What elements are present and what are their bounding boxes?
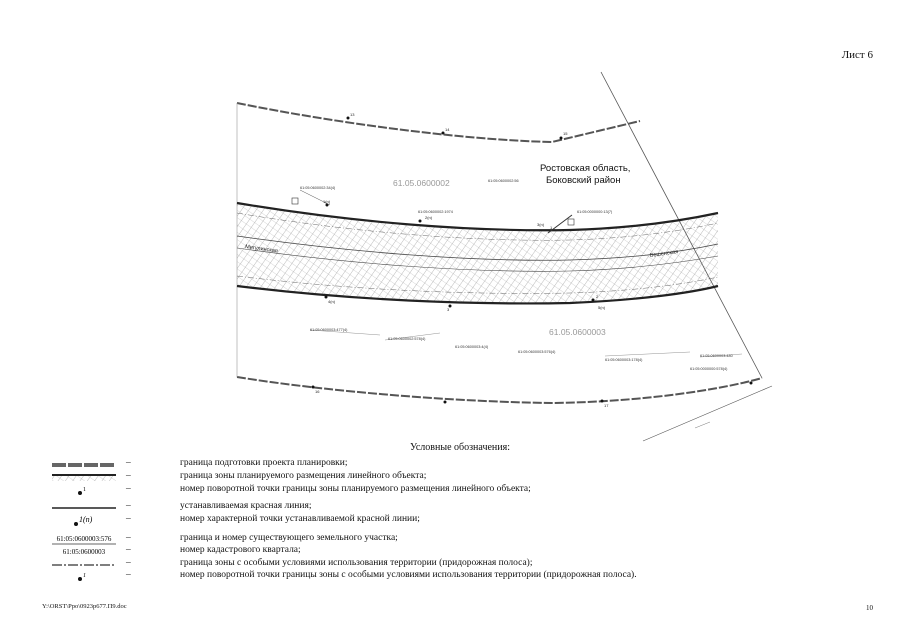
boundary-extension — [694, 421, 711, 429]
point-label: 14 — [445, 127, 450, 132]
point-label: 3(n) — [537, 222, 545, 227]
legend-dash: – — [126, 501, 131, 511]
point-label: 2(n) — [425, 215, 433, 220]
svg-text:1(n): 1(n) — [79, 515, 93, 524]
parcel-leader — [699, 353, 743, 358]
legend-dash: – — [126, 558, 131, 568]
turn-point — [311, 385, 315, 389]
parcel-label: 61:05:0000000:578(4) — [690, 367, 728, 371]
legend-symbol: 1 — [78, 573, 86, 581]
turn-point — [448, 304, 452, 308]
page-number: 10 — [866, 604, 873, 612]
project-boundary-bottom — [236, 376, 763, 405]
point-label: 3 — [447, 307, 450, 312]
legend-symbol — [52, 507, 116, 509]
turn-point — [346, 116, 350, 120]
road-centerline — [236, 235, 719, 261]
region-label: Ростовская область, — [540, 163, 630, 174]
turn-point — [441, 131, 445, 135]
legend-text: номер характерной точки устанавливаемой … — [180, 514, 420, 524]
parcel-label: 61:05:0600002:578(4) — [388, 337, 426, 341]
svg-text:61:05:0600003:576: 61:05:0600003:576 — [57, 535, 112, 543]
corridor-zone — [237, 203, 718, 304]
boundary-extension — [642, 385, 773, 442]
quarter-number: 61.05.0600002 — [393, 178, 450, 188]
road-edge — [236, 247, 719, 272]
point-label: 15 — [563, 131, 568, 136]
legend-dash: – — [126, 570, 131, 580]
legend-dash: – — [126, 484, 131, 494]
turn-point — [418, 219, 422, 223]
legend-dash: – — [126, 458, 131, 468]
parcel-label: 61:05:0600003:477(4) — [310, 328, 348, 332]
legend-text: граница зоны с особыми условиями использ… — [180, 558, 533, 568]
road-label: Мигулинская — [245, 244, 278, 255]
legend-symbol — [52, 474, 116, 481]
turn-point — [559, 136, 563, 140]
point-label: 1(n) — [323, 199, 331, 204]
turn-point — [600, 399, 604, 403]
legend-symbol: 1 — [78, 487, 86, 495]
legend-dash: – — [126, 533, 131, 543]
turn-point — [749, 381, 753, 385]
parcel-label: 61:05:0600002:34(4) — [300, 186, 336, 190]
corridor-bottom-edge — [236, 284, 719, 305]
parcel-label: 61:05:0600003:4(4) — [455, 345, 489, 349]
turn-point — [443, 400, 447, 404]
legend-text: граница и номер существующего земельного… — [180, 533, 398, 543]
roadside-zone-top — [236, 212, 719, 241]
point-label: 1 — [550, 225, 553, 230]
legend-symbol — [52, 463, 116, 467]
parcel-label: 61:05:0600002:56 — [488, 179, 519, 183]
parcel-leader — [604, 351, 691, 357]
road-label: Вешенская — [649, 249, 678, 259]
legend-symbol: 61:05:0600003 — [63, 548, 106, 556]
corridor-top-edge — [236, 201, 719, 232]
sheet-label: Лист 6 — [841, 49, 873, 61]
parcel-label: 61:05:0600003:480 — [700, 354, 733, 358]
svg-text:61:05:0600003: 61:05:0600003 — [63, 548, 106, 556]
legend-title: Условные обозначения: — [409, 442, 510, 453]
point-label: 17 — [604, 403, 609, 408]
point-label: 16 — [315, 389, 320, 394]
parcel-label: 61:05:0000000:13(7) — [577, 210, 613, 214]
region-label: Боковский район — [546, 175, 621, 186]
legend-text: устанавливаемая красная линия; — [180, 501, 312, 511]
point-label: 13 — [350, 112, 355, 117]
legend-symbol: 61:05:0600003:576 — [52, 535, 116, 545]
point-label: 4(n) — [328, 299, 336, 304]
svg-text:1: 1 — [83, 487, 86, 493]
parcel-leader — [547, 214, 573, 234]
legend-text: номер поворотной точки границы зоны план… — [180, 484, 531, 494]
quarter-number: 61.05.0600003 — [549, 327, 606, 337]
parcel-marker — [567, 218, 575, 226]
legend-text: граница зоны планируемого размещения лин… — [180, 471, 427, 481]
parcel-leader — [309, 329, 381, 336]
svg-text:1: 1 — [83, 573, 86, 579]
parcel-label: 61:05:0600003:576(4) — [518, 350, 556, 354]
parcel-label: 61:05:0600003:178(4) — [605, 358, 643, 362]
parcel-leader — [299, 189, 331, 206]
legend-symbol — [52, 564, 116, 566]
legend-dash: – — [126, 514, 131, 524]
legend-dash: – — [126, 471, 131, 481]
legend-symbol: 1(n) — [74, 515, 93, 526]
parcel-leader — [384, 332, 441, 341]
legend-text: номер поворотной точки границы зоны с ос… — [180, 570, 637, 580]
legend-dash: – — [126, 545, 131, 555]
parcel-marker — [291, 197, 299, 205]
parcel-label: 61:05:0600002:1974 — [418, 210, 453, 214]
document-path: Y:\ORST\Ppo\0923p677.П9.doc — [42, 603, 127, 610]
point-label: 2 — [596, 294, 599, 299]
roadside-zone-bottom — [236, 275, 719, 294]
turn-point — [324, 295, 328, 299]
legend-text: граница подготовки проекта планировки; — [180, 458, 348, 468]
turn-point — [325, 203, 329, 207]
turn-point — [591, 298, 595, 302]
point-label: 5(n) — [598, 305, 606, 310]
project-boundary-top — [236, 102, 641, 144]
legend-text: номер кадастрового квартала; — [180, 545, 301, 555]
